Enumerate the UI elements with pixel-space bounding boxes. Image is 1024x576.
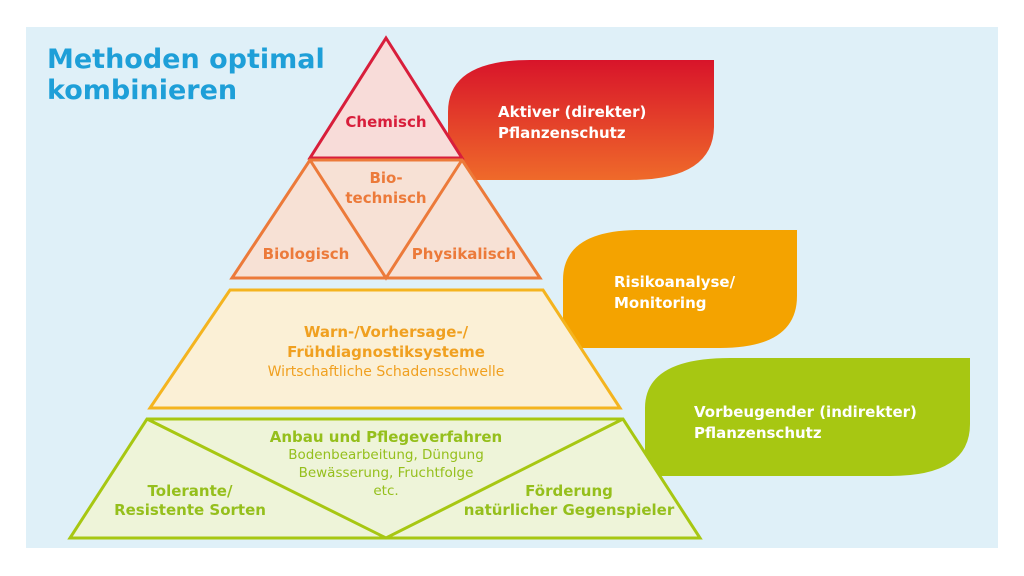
tier-warning xyxy=(147,288,623,410)
tab-preventive-line-2: Pflanzenschutz xyxy=(694,424,822,442)
label-cultivation-line-2: Bewässerung, Fruchtfolge xyxy=(298,465,474,481)
tier-base xyxy=(67,417,703,540)
label-biotechnical-line-1: Bio- xyxy=(369,169,403,187)
tab-active-line-1: Aktiver (direkter) xyxy=(498,103,647,121)
title-line-1: Methoden optimal xyxy=(47,44,325,75)
tab-risk-label: Risikoanalyse/ Monitoring xyxy=(614,272,735,314)
tier-base-divider xyxy=(146,417,624,540)
tier-biotech xyxy=(229,158,543,280)
title-line-2: kombinieren xyxy=(47,75,238,106)
tab-active-label: Aktiver (direkter) Pflanzenschutz xyxy=(498,102,646,144)
tab-active-line-2: Pflanzenschutz xyxy=(498,124,626,142)
label-resistant-varieties: Tolerante/ Resistente Sorten xyxy=(100,482,280,520)
label-cultivation: Anbau und Pflegeverfahren Bodenbearbeitu… xyxy=(236,428,536,500)
tab-preventive-protection xyxy=(645,358,970,476)
label-warning-line-3: Wirtschaftliche Schadensschwelle xyxy=(267,364,505,380)
label-warning-systems: Warn-/Vorhersage-/ Frühdiagnostiksysteme… xyxy=(236,322,536,382)
label-natural-enemies-line-2: natürlicher Gegenspieler xyxy=(463,501,675,519)
tab-risk-line-2: Monitoring xyxy=(614,294,707,312)
label-resistant-line-2: Resistente Sorten xyxy=(114,501,266,519)
label-natural-enemies: Förderung natürlicher Gegenspieler xyxy=(456,482,682,520)
label-cultivation-title: Anbau und Pflegeverfahren xyxy=(269,428,503,446)
label-cultivation-line-1: Bodenbearbeitung, Düngung xyxy=(288,447,484,463)
label-resistant-line-1: Tolerante/ xyxy=(147,482,233,500)
tier-chemical xyxy=(307,35,465,160)
tab-preventive-label: Vorbeugender (indirekter) Pflanzenschutz xyxy=(694,402,917,444)
label-biotechnical-line-2: technisch xyxy=(345,189,427,207)
label-biological: Biologisch xyxy=(262,245,350,263)
page-title: Methoden optimal kombinieren xyxy=(47,44,325,106)
tab-risk-line-1: Risikoanalyse/ xyxy=(614,273,736,291)
tab-risk-analysis xyxy=(563,230,797,348)
tab-preventive-line-1: Vorbeugender (indirekter) xyxy=(694,403,917,421)
label-cultivation-line-3: etc. xyxy=(373,483,399,499)
label-biotechnical: Bio- technisch xyxy=(330,168,442,208)
tier-biotech-divider xyxy=(308,159,464,281)
label-physical: Physikalisch xyxy=(411,245,517,263)
label-warning-line-2: Frühdiagnostiksysteme xyxy=(287,343,485,361)
tab-active-protection xyxy=(448,60,714,180)
label-warning-line-1: Warn-/Vorhersage-/ xyxy=(303,323,469,341)
label-natural-enemies-line-1: Förderung xyxy=(525,482,613,500)
label-chemical: Chemisch xyxy=(345,113,427,131)
